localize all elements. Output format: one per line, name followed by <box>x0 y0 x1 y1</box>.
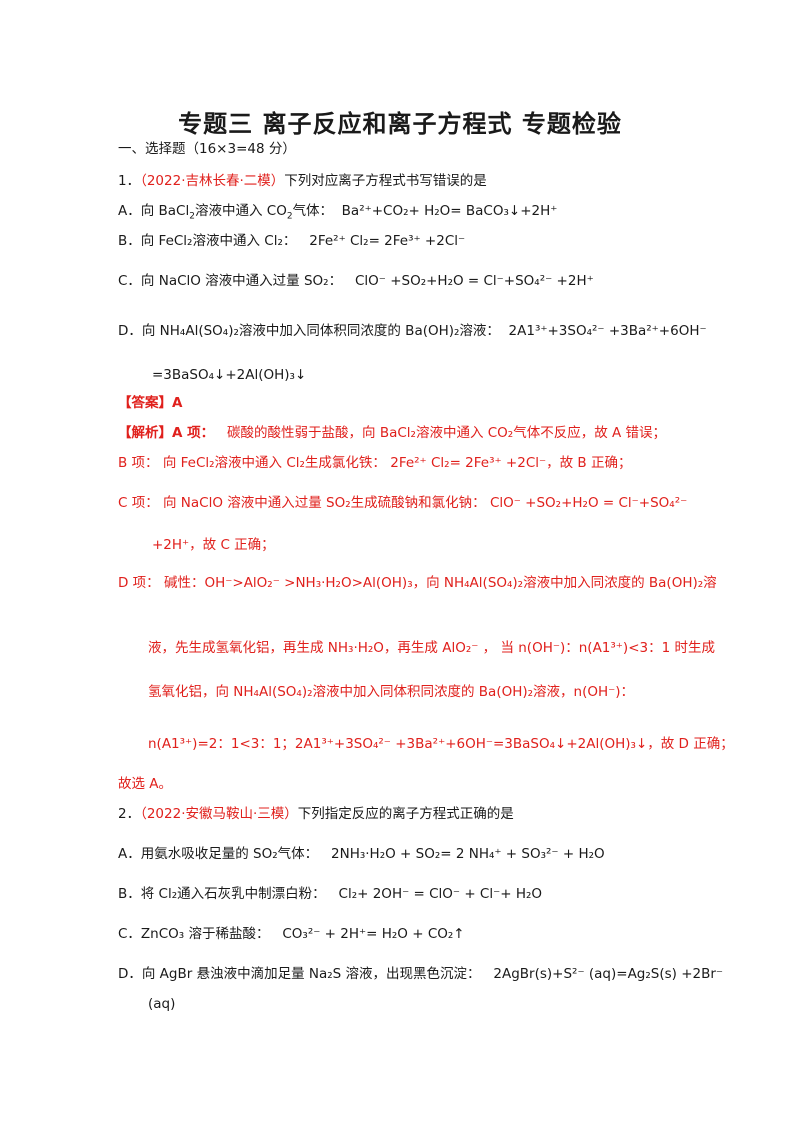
question-source: （2022·安徽马鞍山·三模） <box>140 806 298 822</box>
analysis-d-line3: 氢氧化铝，向 NH₄Al(SO₄)₂溶液中加入同体积同浓度的 Ba(OH)₂溶液… <box>148 684 635 700</box>
question-number: 1． <box>118 173 141 189</box>
analysis-d-line1: D 项： 碱性：OH⁻>AlO₂⁻ >NH₃·H₂O>Al(OH)₃，向 NH₄… <box>118 575 717 591</box>
analysis-a: 【解析】A 项： 碳酸的酸性弱于盐酸，向 BaCl₂溶液中通入 CO₂气体不反应… <box>118 425 667 441</box>
option-a: A．向 BaCl2溶液中通入 CO2气体： Ba²⁺+CO₂+ H₂O= BaC… <box>118 203 558 222</box>
question-source: （2022·吉林长春·二模） <box>140 173 285 189</box>
equation: 2Fe²⁺ Cl₂= 2Fe³⁺ +2Cl⁻ <box>309 233 466 249</box>
question-number: 2． <box>118 806 141 822</box>
option-b: B．将 Cl₂通入石灰乳中制漂白粉： Cl₂+ 2OH⁻ = ClO⁻ + Cl… <box>118 886 543 902</box>
equation: 2AgBr(s)+S²⁻ (aq)=Ag₂S(s) +2Br⁻ <box>493 966 724 982</box>
analysis-b: B 项： 向 FeCl₂溶液中通入 Cl₂生成氯化铁： 2Fe²⁺ Cl₂= 2… <box>118 455 632 471</box>
analysis-c: C 项： 向 NaClO 溶液中通入过量 SO₂生成硫酸钠和氯化钠： ClO⁻ … <box>118 495 688 511</box>
equation: Ba²⁺+CO₂+ H₂O= BaCO₃↓+2H⁺ <box>341 203 558 219</box>
option-b: B．向 FeCl₂溶液中通入 Cl₂： 2Fe²⁺ Cl₂= 2Fe³⁺ +2C… <box>118 233 466 249</box>
question-2: 2．（2022·安徽马鞍山·三模）下列指定反应的离子方程式正确的是 <box>118 805 514 823</box>
equation: 2A1³⁺+3SO₄²⁻ +3Ba²⁺+6OH⁻ <box>508 323 707 339</box>
conclusion: 故选 A。 <box>118 776 173 792</box>
answer: 【答案】A <box>118 395 183 411</box>
section-heading: 一、选择题（16×3=48 分） <box>118 141 296 157</box>
option-d-continued: (aq) <box>148 996 176 1012</box>
page-title: 专题三 离子反应和离子方程式 专题检验 <box>178 110 622 138</box>
equation: CO₃²⁻ + 2H⁺= H₂O + CO₂↑ <box>282 926 465 942</box>
equation: 2NH₃·H₂O + SO₂= 2 NH₄⁺ + SO₃²⁻ + H₂O <box>331 846 605 862</box>
question-stem: 下列对应离子方程式书写错误的是 <box>284 173 487 189</box>
analysis-c-continued: +2H⁺，故 C 正确； <box>152 537 275 553</box>
option-d: D．向 AgBr 悬浊液中滴加足量 Na₂S 溶液，出现黑色沉淀： 2AgBr(… <box>118 966 724 982</box>
option-d: D．向 NH₄Al(SO₄)₂溶液中加入同体积同浓度的 Ba(OH)₂溶液： 2… <box>118 323 707 339</box>
option-c: C．向 NaClO 溶液中通入过量 SO₂： ClO⁻ +SO₂+H₂O = C… <box>118 273 594 289</box>
question-stem: 下列指定反应的离子方程式正确的是 <box>297 806 514 822</box>
equation: Cl₂+ 2OH⁻ = ClO⁻ + Cl⁻+ H₂O <box>338 886 543 902</box>
equation: ClO⁻ +SO₂+H₂O = Cl⁻+SO₄²⁻ +2H⁺ <box>354 273 594 289</box>
analysis-d-line2: 液，先生成氢氧化铝，再生成 NH₃·H₂O，再生成 AlO₂⁻ ， 当 n(OH… <box>148 640 715 656</box>
option-c: C．ZnCO₃ 溶于稀盐酸： CO₃²⁻ + 2H⁺= H₂O + CO₂↑ <box>118 926 465 942</box>
analysis-d-line4: n(A1³⁺)=2：1<3：1；2A1³⁺+3SO₄²⁻ +3Ba²⁺+6OH⁻… <box>148 736 734 752</box>
option-d-continued: =3BaSO₄↓+2Al(OH)₃↓ <box>152 367 307 383</box>
question-1: 1．（2022·吉林长春·二模）下列对应离子方程式书写错误的是 <box>118 172 487 190</box>
option-a: A．用氨水吸收足量的 SO₂气体： 2NH₃·H₂O + SO₂= 2 NH₄⁺… <box>118 846 605 862</box>
